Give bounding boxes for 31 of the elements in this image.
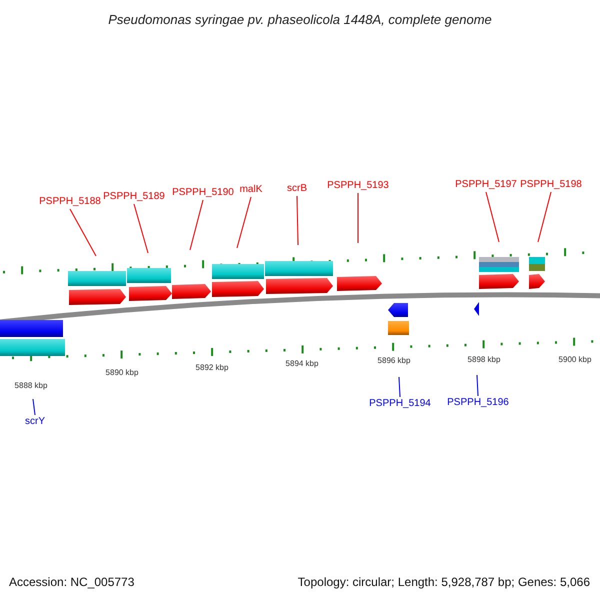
axis-label: 5894 kbp [286,358,318,370]
gene-label: scrY [25,416,45,428]
gene-label: PSPPH_5198 [520,179,582,191]
title: Pseudomonas syringae pv. phaseolicola 1448A, complete genome [107,11,493,29]
leader-line [486,192,500,242]
gene-label: PSPPH_5189 [103,191,165,203]
axis-label: 5900 kbp [558,354,592,366]
gene-label: malK [240,184,262,196]
leader-line [398,376,400,398]
gene-label: PSPPH_5190 [172,187,234,199]
gene-label: scrB [287,183,307,195]
leader-line [32,398,36,416]
gene-label: PSPPH_5193 [327,180,389,192]
leader-line [190,200,204,250]
axis-label: 5890 kbp [106,367,138,379]
leader-line [296,196,298,246]
axis-label: 5888 kbp [14,380,48,392]
gene-label: PSPPH_5196 [447,397,509,409]
leader-line [236,196,252,248]
footer-text: Accession: NC_005773 [9,574,134,591]
axis-label: 5892 kbp [196,362,228,374]
gene-label: PSPPH_5194 [369,398,431,410]
leader-line [476,374,478,396]
axis-label: 5896 kbp [378,355,410,367]
footer-text: Topology: circular; Length: 5,928,787 bp; Genes: 5,066 [298,574,590,591]
gene-label: PSPPH_5188 [39,196,101,208]
leader-line [538,192,552,242]
leader-line [134,204,148,254]
gene-label: PSPPH_5197 [455,179,517,191]
axis-label: 5898 kbp [468,354,500,366]
leader-line [70,208,96,256]
